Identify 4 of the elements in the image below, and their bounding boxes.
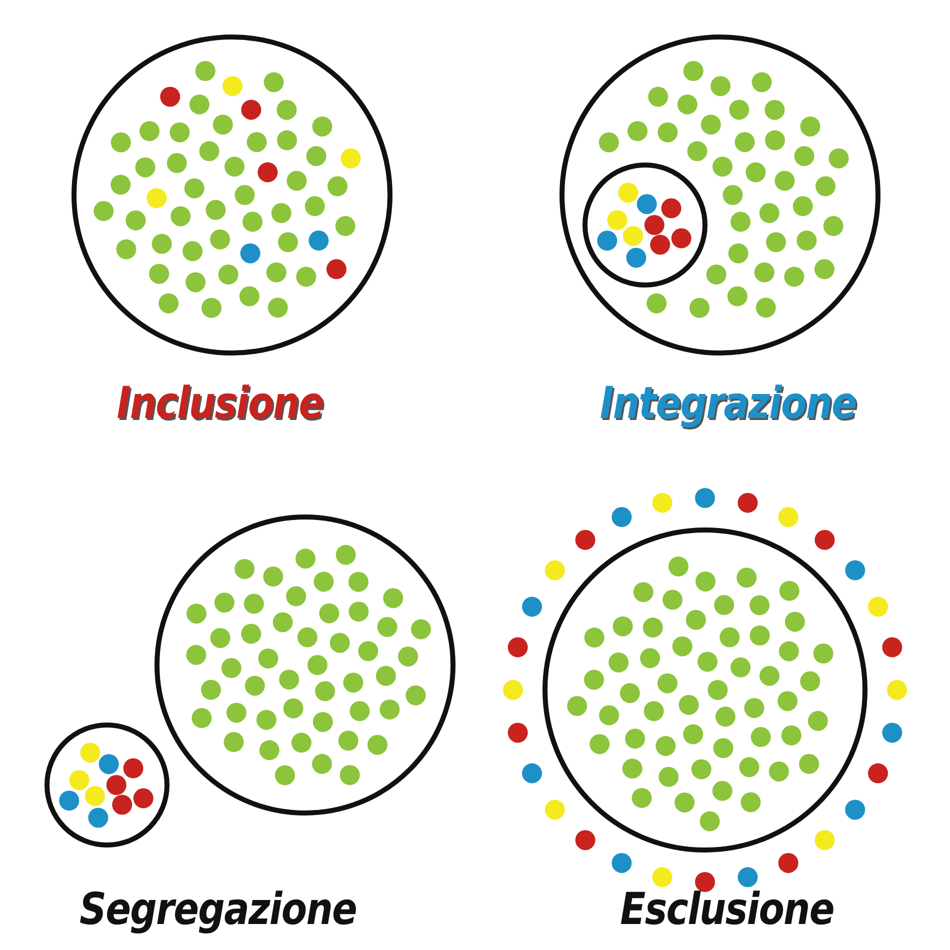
caption: Inclusione: [116, 382, 324, 426]
caption: Esclusione: [620, 888, 834, 932]
caption: Segregazione: [80, 888, 356, 932]
caption: Integrazione: [600, 382, 856, 426]
